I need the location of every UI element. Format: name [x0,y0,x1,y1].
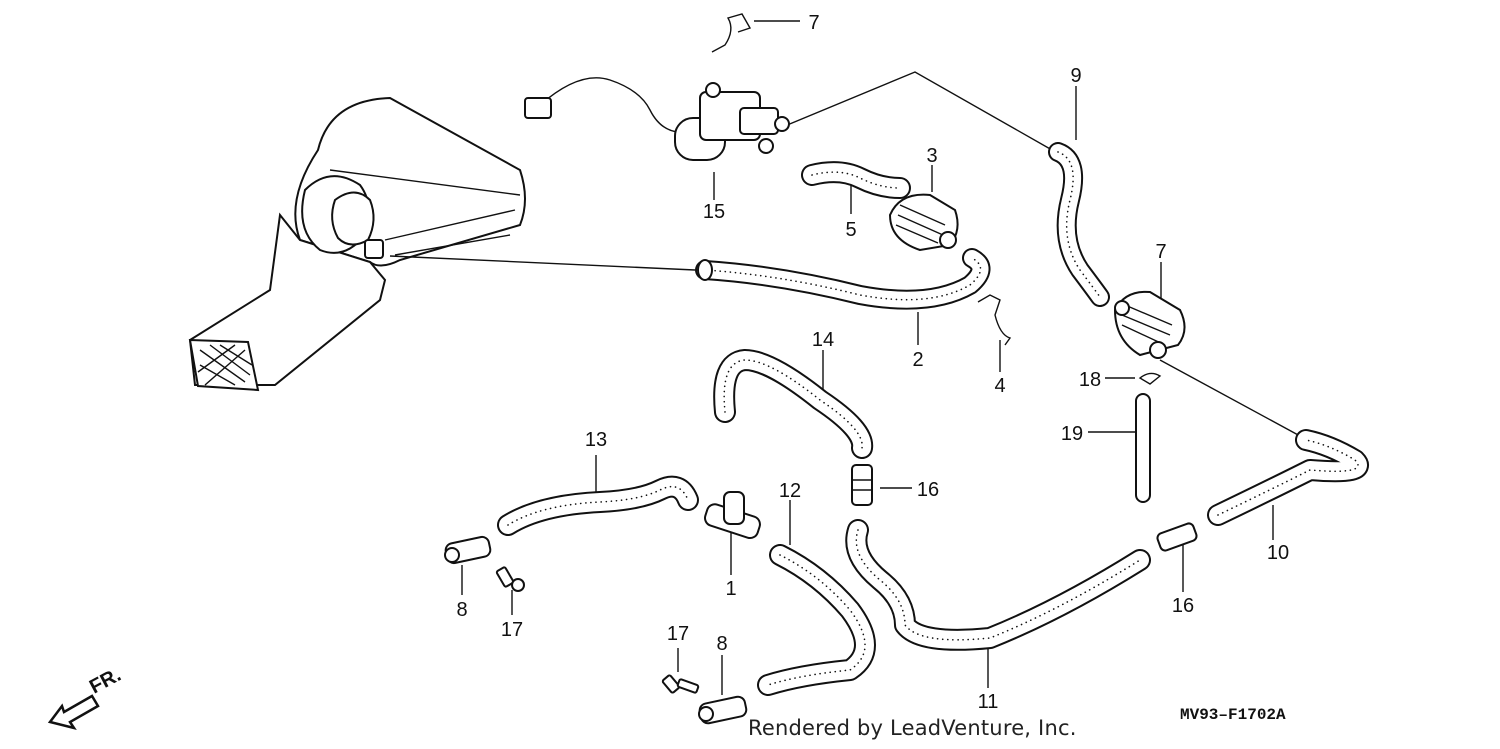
callout-15: 15 [703,201,725,223]
hose-5 [801,161,911,199]
callout-17-left: 17 [501,619,523,641]
clip-18 [1138,372,1162,385]
front-direction-arrow-icon: FR. [47,664,125,730]
callout-13: 13 [585,429,607,451]
callout-1: 1 [725,578,736,600]
callouts: 7 9 3 15 5 7 2 14 4 18 19 13 16 12 10 1 … [456,12,1289,713]
small-parts [444,13,1198,725]
hose-11 [845,519,1151,651]
callout-18: 18 [1079,369,1101,391]
joint-16-upper [851,464,873,506]
reed-valve-7 [1113,290,1186,359]
callout-16-lower: 16 [1172,595,1194,617]
air-cleaner-housing [188,96,526,392]
callout-7: 7 [1155,241,1166,263]
clamp-8-right [698,695,748,725]
callout-19: 19 [1061,423,1083,445]
callout-9: 9 [1070,65,1081,87]
tube-19 [1135,393,1151,503]
t-joint-1 [704,491,761,540]
clamp-8-left [444,535,492,565]
callout-14: 14 [812,329,834,351]
reed-valve-3 [888,193,959,252]
callout-5: 5 [845,219,856,241]
callout-4: 4 [994,375,1005,397]
hoses [497,142,1369,696]
callout-6: 7 [808,12,819,34]
front-marker-label: FR. [86,664,125,699]
callout-3: 3 [926,145,937,167]
callout-16-upper: 16 [917,479,939,501]
leader-lines [389,20,1301,695]
callout-10: 10 [1267,542,1289,564]
callout-2: 2 [912,349,923,371]
credit-text: Rendered by LeadVenture, Inc. [748,716,1077,740]
callout-11: 11 [978,691,999,713]
screw-17-left [495,566,525,592]
joint-16-lower [1156,522,1198,552]
clip-4 [977,294,1012,346]
hose-13 [497,475,699,536]
hose-12 [757,544,876,696]
clip-6 [711,13,752,53]
hose-14 [713,349,874,459]
screw-17-right [661,674,700,694]
callout-12: 12 [779,480,801,502]
callout-8-left: 8 [456,599,467,621]
hose-2 [695,248,991,310]
callout-17-right: 17 [667,623,689,645]
hose-9 [1048,142,1110,307]
solenoid-valve-15 [524,77,790,161]
hose-10 [1207,429,1369,526]
callout-8-right: 8 [716,633,727,655]
drawing-code: MV93–F1702A [1180,706,1286,724]
